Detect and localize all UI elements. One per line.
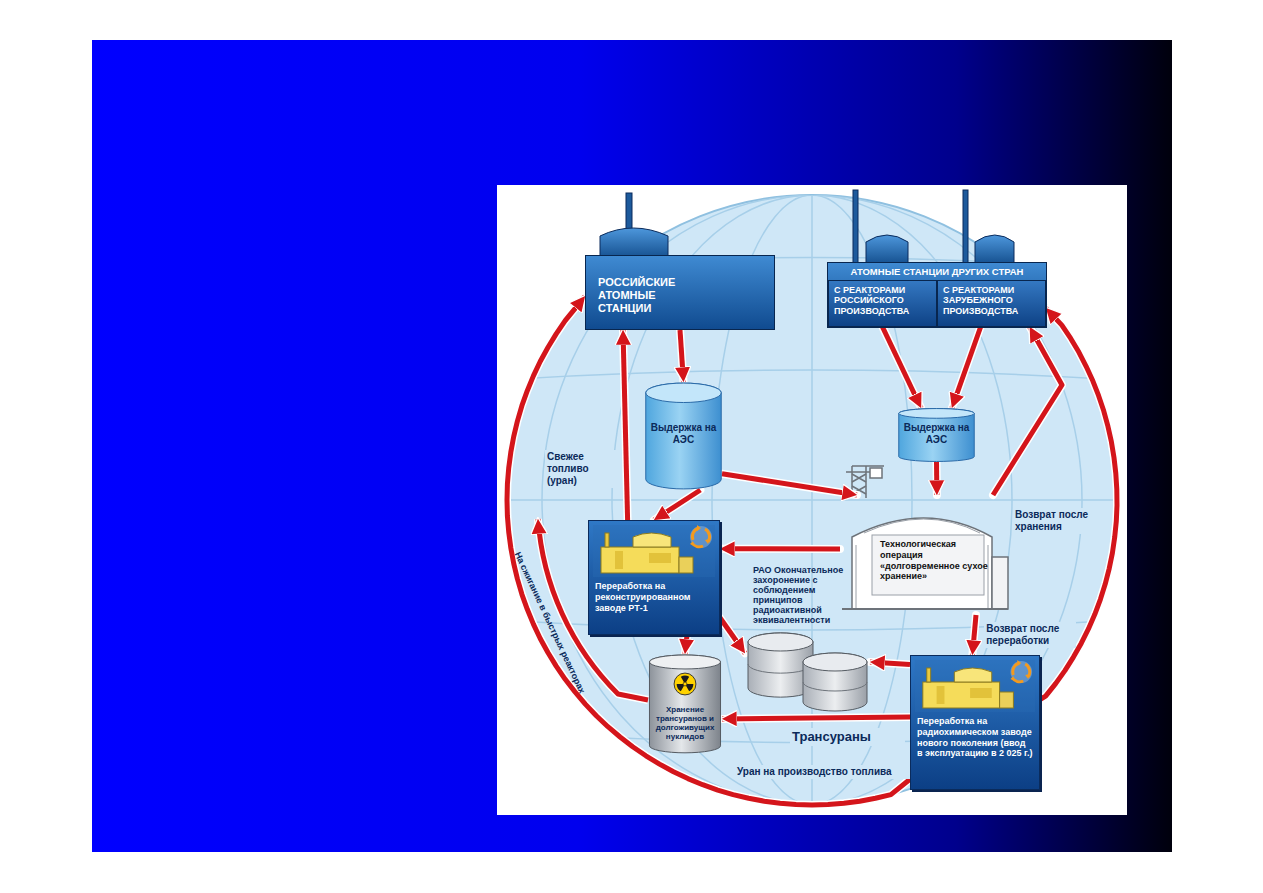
plant-box: Переработка на радиохимическом заводе но…: [910, 655, 1040, 790]
connector-outline: [952, 327, 981, 408]
edge-label: Возврат после хранения: [1013, 508, 1091, 534]
flow-arrow: [720, 618, 745, 653]
flow-arrow: [722, 717, 910, 719]
flow-arrow: [720, 546, 840, 551]
connector-outline: [870, 662, 910, 665]
connector-outline: [507, 296, 910, 805]
connector-outline: [623, 330, 628, 520]
connector-outline: [933, 462, 941, 495]
flow-arrow: [883, 327, 922, 408]
node-text: РОССИЙСКИЕ АТОМНЫЕ СТАНЦИИ: [598, 276, 704, 316]
storage-barrel: Хранение трансуранов и долгоживущих нукл…: [648, 654, 722, 754]
node-text: Технологическая операция «долговременное…: [880, 539, 988, 582]
edge-label: Уран на производство топлива: [735, 765, 910, 779]
plant-box: Переработка на реконструированном заводе…: [588, 520, 720, 635]
cooling-cylinder: Выдержка на АЭС: [898, 408, 975, 462]
flow-arrow: [972, 615, 976, 655]
flow-arrow: [685, 635, 687, 654]
connector-outline: [654, 490, 700, 520]
arc-label: На сжигание в быстрых реакторах: [502, 530, 595, 715]
flow-arrow: [722, 474, 857, 495]
node-text: Переработка на реконструированном заводе…: [595, 581, 713, 613]
flow-arrow: [993, 327, 1062, 495]
connector-outline: [972, 615, 976, 655]
connector-outline: [722, 717, 910, 719]
connector-outline: [720, 545, 840, 553]
flow-arrow: [654, 490, 700, 520]
flow-arrow: [934, 462, 939, 495]
flow-arrow: [507, 296, 910, 805]
node-text: Переработка на радиохимическом заводе но…: [917, 716, 1033, 759]
edge-label: Трансураны: [790, 728, 905, 746]
connector-outline: [993, 327, 1062, 495]
storage-building: Технологическая операция «долговременное…: [840, 495, 1010, 615]
node-text: Выдержка на АЭС: [650, 422, 717, 446]
node-text: С РЕАКТОРАМИ РОССИЙСКОГО ПРОИЗВОДСТВА: [834, 285, 931, 316]
edge-label: Свежее топливо (уран): [545, 450, 617, 488]
node-text: АТОМНЫЕ СТАНЦИИ ДРУГИХ СТРАН: [832, 267, 1042, 278]
connector-outline: [722, 474, 857, 495]
edge-label: Возврат после переработки: [984, 622, 1076, 648]
node-text: Выдержка на АЭС: [903, 422, 970, 446]
connector-outline: [720, 618, 745, 653]
connector-outline: [685, 635, 687, 654]
flow-arrow: [623, 330, 628, 520]
flow-arrow: [952, 327, 981, 408]
flow-arrow: [870, 662, 910, 665]
station-box: С РЕАКТОРАМИ РОССИЙСКОГО ПРОИЗВОДСТВА: [828, 280, 937, 327]
flow-arrow: [680, 330, 684, 382]
cooling-cylinder: Выдержка на АЭС: [645, 382, 722, 490]
node-text: Хранение трансуранов и долгоживущих нукл…: [653, 706, 717, 742]
station-box: С РЕАКТОРАМИ ЗАРУБЕЖНОГО ПРОИЗВОДСТВА: [937, 280, 1046, 327]
waste-storage: РАО Окончательное захоронение с соблюден…: [745, 565, 870, 712]
connector-outline: [680, 330, 684, 382]
node-text: С РЕАКТОРАМИ ЗАРУБЕЖНОГО ПРОИЗВОДСТВА: [943, 285, 1040, 316]
connector-outline: [883, 327, 922, 408]
station-group: АТОМНЫЕ СТАНЦИИ ДРУГИХ СТРАН С РЕАКТОРАМИ…: [827, 262, 1047, 328]
station-box: РОССИЙСКИЕ АТОМНЫЕ СТАНЦИИ: [585, 255, 775, 330]
node-text: РАО Окончательное захоронение с соблюден…: [753, 565, 866, 625]
